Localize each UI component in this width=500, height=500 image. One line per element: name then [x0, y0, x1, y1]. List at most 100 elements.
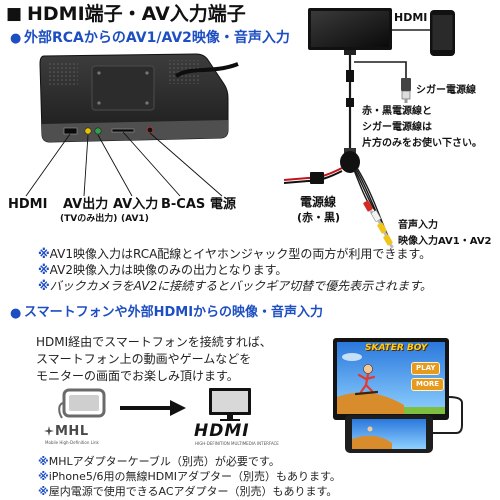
mount-screw: [145, 101, 149, 105]
section-hdmi-bullet-icon: ●: [10, 306, 22, 321]
page-title: HDMI端子・AV入力端子: [27, 3, 246, 25]
note-text: バックカメラをAV2に接続するとバックギア切替で優先表示されます。: [49, 279, 432, 293]
power-notice-line-3: 片方のみをお使い下さい。: [362, 138, 482, 149]
power-leader-line: [149, 132, 223, 197]
title-bullet-icon: ■: [6, 4, 23, 24]
hdmi-logo-text: HDMI: [194, 421, 250, 441]
note-text: MHLアダプターケーブル（別売）が必要です。: [48, 455, 280, 468]
label-bcas: B-CAS: [161, 197, 206, 212]
label-av-in-note: (AV1): [121, 214, 149, 224]
hdmi-monitor-screen: [212, 391, 248, 412]
smartphone-screen: [432, 15, 453, 50]
note-text: iPhone5/6用の無線HDMIアダプター（別売）もあります。: [48, 470, 341, 483]
cigar-plug-tip: [404, 99, 408, 103]
note-mark: ※: [38, 247, 50, 261]
hdmi-port: [63, 127, 78, 135]
cable-connector: [346, 70, 354, 82]
hdmi-note-2: ※iPhone5/6用の無線HDMIアダプター（別売）もあります。: [38, 471, 341, 482]
hdmi-note-1: ※MHLアダプターケーブル（別売）が必要です。: [38, 456, 280, 467]
game-ground: [404, 407, 445, 414]
game-cloud: [342, 353, 362, 361]
mhl-device-screen: [69, 395, 99, 411]
wiring-diagram: [283, 8, 455, 249]
cigar-plug-barrel: [401, 90, 411, 100]
hdmi-description-line-3: モニターの画面でお楽しみ頂けます。: [36, 369, 239, 383]
label-av-out: AV出力: [63, 197, 109, 212]
skater-body: [357, 372, 376, 394]
game-ramp: [337, 392, 404, 414]
power-cable-label: 電源線: [300, 195, 337, 209]
hdmi-monitor-stand: [227, 415, 233, 419]
speaker-grille-left: [48, 62, 78, 86]
port-strip: [42, 120, 228, 142]
note-mark: ※: [38, 485, 49, 498]
label-hdmi: HDMI: [8, 197, 48, 212]
av-in-leader-line: [97, 134, 133, 197]
arrow-right-icon: [120, 400, 186, 416]
phone-cable: [433, 396, 463, 434]
mount-screw: [145, 71, 149, 75]
phone-screen-ramp: [352, 435, 392, 449]
cigar-plug-body: [401, 78, 411, 91]
note-text: AV1映像入力はRCA配線とイヤホンジャック型の両方が利用できます。: [49, 247, 432, 261]
mount-plate: [91, 65, 155, 111]
game-monitor-photo: [333, 338, 463, 453]
av-note-2: ※AV2映像入力は映像のみの出力となります。: [38, 264, 287, 276]
game-more-button: MORE: [411, 378, 445, 391]
hdmi-logo-tagline: HIGH-DEFINITION MULTIMEDIA INTERFACE: [195, 441, 279, 446]
cigar-cable-label: シガー電源線: [416, 85, 476, 96]
mount-screw: [97, 101, 101, 105]
monitor-screen: [311, 11, 389, 47]
power-cord: [174, 62, 239, 78]
section-av-heading: 外部RCAからのAV1/AV2映像・音声入力: [24, 30, 290, 46]
cigar-branch-cable: [354, 61, 407, 78]
power-notice-line-1: 赤・黒電源線と: [362, 106, 432, 117]
hdmi-monitor-base: [220, 419, 240, 421]
label-power: 電源: [210, 197, 237, 212]
game-title: SKATER BOY: [365, 343, 428, 353]
skater-board: [354, 390, 379, 396]
audio-input-label: 音声入力: [398, 220, 438, 231]
label-av-in: AV入力: [113, 197, 159, 212]
section-hdmi-heading: スマートフォンや外部HDMIからの映像・音声入力: [24, 305, 324, 320]
harness-hub: [340, 151, 360, 173]
av-out-port: [84, 127, 92, 135]
hdmi-note-3: ※屋内電源で使用できるACアダプター（別売）もあります。: [38, 486, 337, 497]
arrow-shaft: [120, 406, 172, 410]
note-mark: ※: [38, 470, 49, 483]
av-out-leader-line: [83, 134, 89, 197]
mount-screw: [97, 71, 101, 75]
mhl-cable: [58, 402, 65, 419]
cable-connector: [346, 98, 354, 107]
mhl-star-icon: [44, 426, 54, 436]
wiring-hdmi-label: HDMI: [394, 11, 428, 24]
hdmi-description-line-1: HDMI経由でスマートフォンを接続すれば、: [36, 335, 272, 349]
mhl-logo-tagline: Mobile High-Definition Link: [45, 440, 99, 445]
power-cable-colors: (赤・黒): [297, 211, 341, 224]
power-wire-connector: [310, 172, 324, 184]
hdmi-description-line-2: スマートフォン上の動画やゲームなどを: [36, 352, 252, 366]
section-av-bullet-icon: ●: [10, 31, 22, 46]
note-text: 屋内電源で使用できるACアダプター（別売）もあります。: [48, 485, 338, 498]
arrow-head: [170, 400, 186, 416]
note-text: AV2映像入力は映像のみの出力となります。: [49, 263, 288, 277]
mhl-star-shape: [44, 426, 54, 436]
mhl-logo-text: MHL: [55, 424, 89, 439]
power-port: [146, 126, 154, 134]
power-notice-line-2: シガー電源線は: [362, 122, 432, 133]
skater-head: [363, 364, 373, 374]
mhl-device-icon: [58, 388, 106, 419]
video-input-label: 映像入力AV1・AV2: [398, 236, 492, 247]
game-play-button: PLAY: [411, 362, 441, 375]
monitor-back-photo: [25, 53, 239, 197]
bcas-leader-line: [122, 131, 181, 197]
hdmi-monitor-icon: [209, 388, 251, 421]
label-av-out-note: (TVのみ出力): [60, 214, 118, 224]
phone-skater-head: [367, 426, 373, 432]
note-mark: ※: [38, 263, 50, 277]
av-note-3: ※バックカメラをAV2に接続するとバックギア切替で優先表示されます。: [38, 280, 432, 292]
rca-plug-yellow-av2: [383, 234, 394, 249]
av-note-1: ※AV1映像入力はRCA配線とイヤホンジャック型の両方が利用できます。: [38, 248, 431, 260]
rca-wire: [356, 167, 389, 237]
